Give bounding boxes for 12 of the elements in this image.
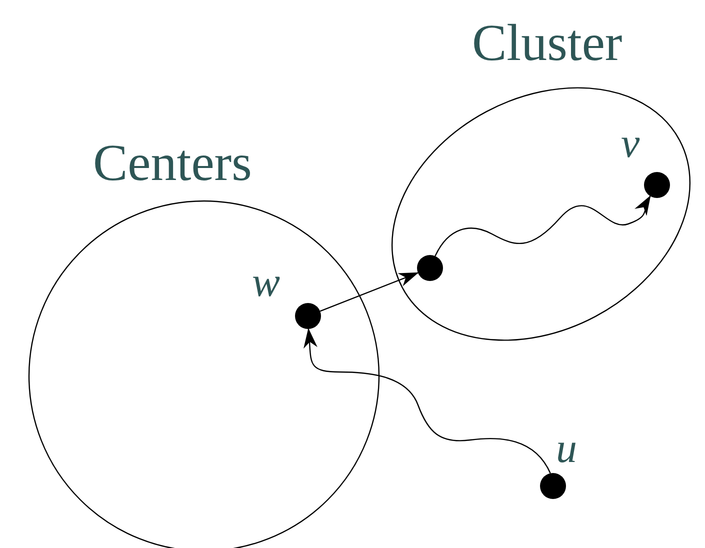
point-dot bbox=[295, 303, 321, 329]
point-dot bbox=[644, 172, 670, 198]
variable-label: u bbox=[556, 428, 577, 470]
set-title: Centers bbox=[93, 138, 252, 190]
variable-label: v bbox=[621, 123, 640, 165]
set-title: Cluster bbox=[472, 18, 622, 70]
point-dot bbox=[540, 473, 566, 499]
arrow bbox=[320, 272, 419, 312]
arrow bbox=[434, 195, 651, 256]
arrow bbox=[303, 328, 551, 474]
point-dot bbox=[417, 255, 443, 281]
variable-label: w bbox=[252, 262, 280, 304]
